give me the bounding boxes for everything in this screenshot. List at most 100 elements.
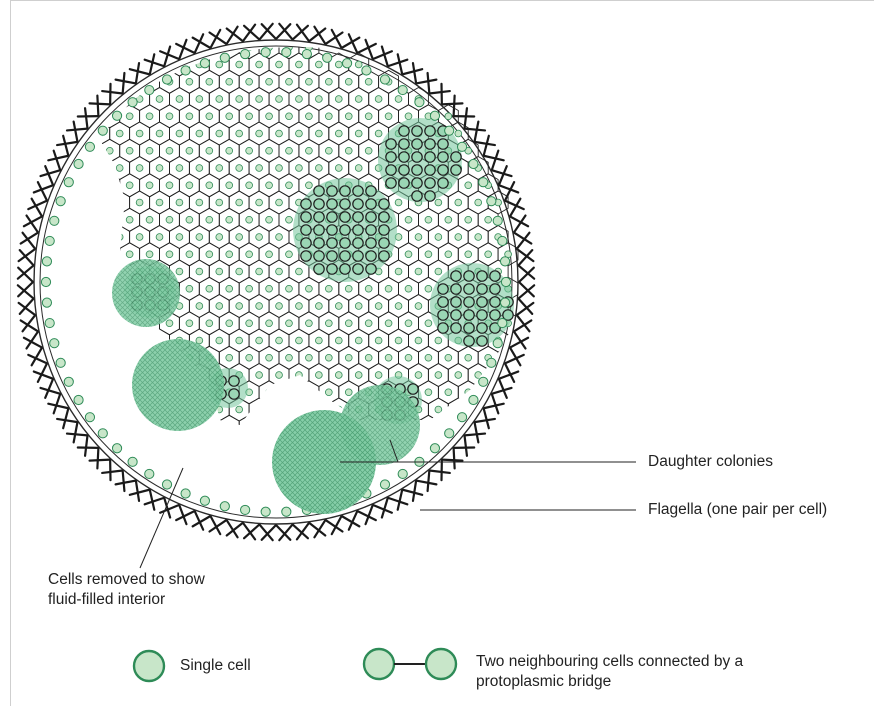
cell [435,199,442,206]
cell [395,268,402,275]
daughter-cell [366,186,376,196]
daughter-cell [314,199,324,209]
rim-cell [74,159,83,168]
cell [395,303,402,310]
cell [126,216,133,223]
flagellum [484,404,504,409]
daughter-cell [314,186,324,196]
daughter-cell [340,251,350,261]
mesh-cell [90,329,110,352]
cell [116,130,123,137]
mesh-cell [110,226,130,249]
cell [206,320,213,327]
cell [306,78,313,85]
cell [106,389,113,396]
mesh-cell [110,364,130,387]
cell [126,389,133,396]
mesh-cell [120,415,140,438]
cell [76,234,83,241]
cell [405,113,412,120]
flagellum [54,394,61,414]
daughter-cell [412,139,422,149]
rim-cell [42,257,51,266]
cell [216,441,223,448]
mesh-cell [60,312,80,335]
mesh-cell [70,260,90,283]
cell [146,216,153,223]
cell [455,234,462,241]
cell [136,337,143,344]
cell [345,113,352,120]
daughter-cell [340,264,350,274]
daughter-cell [490,271,500,281]
flagellum [67,434,88,436]
daughter-cell [327,225,337,235]
daughter-cell [464,284,474,294]
mesh-cell [90,364,110,387]
cell [325,113,332,120]
rim-cell [493,339,502,348]
flagellum [519,282,534,296]
cell [345,285,352,292]
daughter-cell [438,165,448,175]
daughter-cell [229,389,239,399]
rim-cell [112,111,121,120]
mesh-cell [50,295,70,318]
cell [296,130,303,137]
flagellum [41,170,61,176]
flagellum [54,151,61,171]
rim-cell [220,53,229,62]
cell [196,303,203,310]
cell [86,216,93,223]
mesh-cell [80,346,100,369]
cell [126,423,133,430]
cell [226,78,233,85]
daughter-cell [438,178,448,188]
flagellum [279,24,292,40]
cell [425,216,432,223]
cell [57,234,64,241]
cell [385,113,392,120]
flagellum [18,268,33,282]
cell [216,96,223,103]
cell [226,423,233,430]
cell [335,96,342,103]
cell [395,199,402,206]
daughter-cell [353,199,363,209]
rim-cell [50,216,59,225]
cell [475,199,482,206]
cell [186,113,193,120]
cell [276,234,283,241]
cell [335,130,342,137]
daughter-cell [464,336,474,346]
rim-cell [200,59,209,68]
daughter-cell [327,264,337,274]
mesh-cell [219,415,239,438]
flagellum [442,460,463,461]
mesh-cell [90,226,110,249]
cell [216,234,223,241]
mesh-cell [239,484,259,507]
cell [146,458,153,465]
cell [246,78,253,85]
cell [355,165,362,172]
rim-cell [85,142,94,151]
cell [256,337,263,344]
rim-cell [398,85,407,94]
cell [156,234,163,241]
flagellum [416,80,436,84]
flagellum [85,435,87,455]
cell [146,251,153,258]
rim-cell [145,469,154,478]
daughter-cell [438,284,448,294]
rim-cell [500,298,509,307]
rim-cell [282,507,291,516]
cell [455,199,462,206]
flagellum [429,91,449,93]
label-flagella: Flagella (one pair per cell) [648,500,827,520]
cell [315,303,322,310]
cell [425,423,432,430]
cell [286,182,293,189]
daughter-cell [412,191,422,201]
cell [126,113,133,120]
